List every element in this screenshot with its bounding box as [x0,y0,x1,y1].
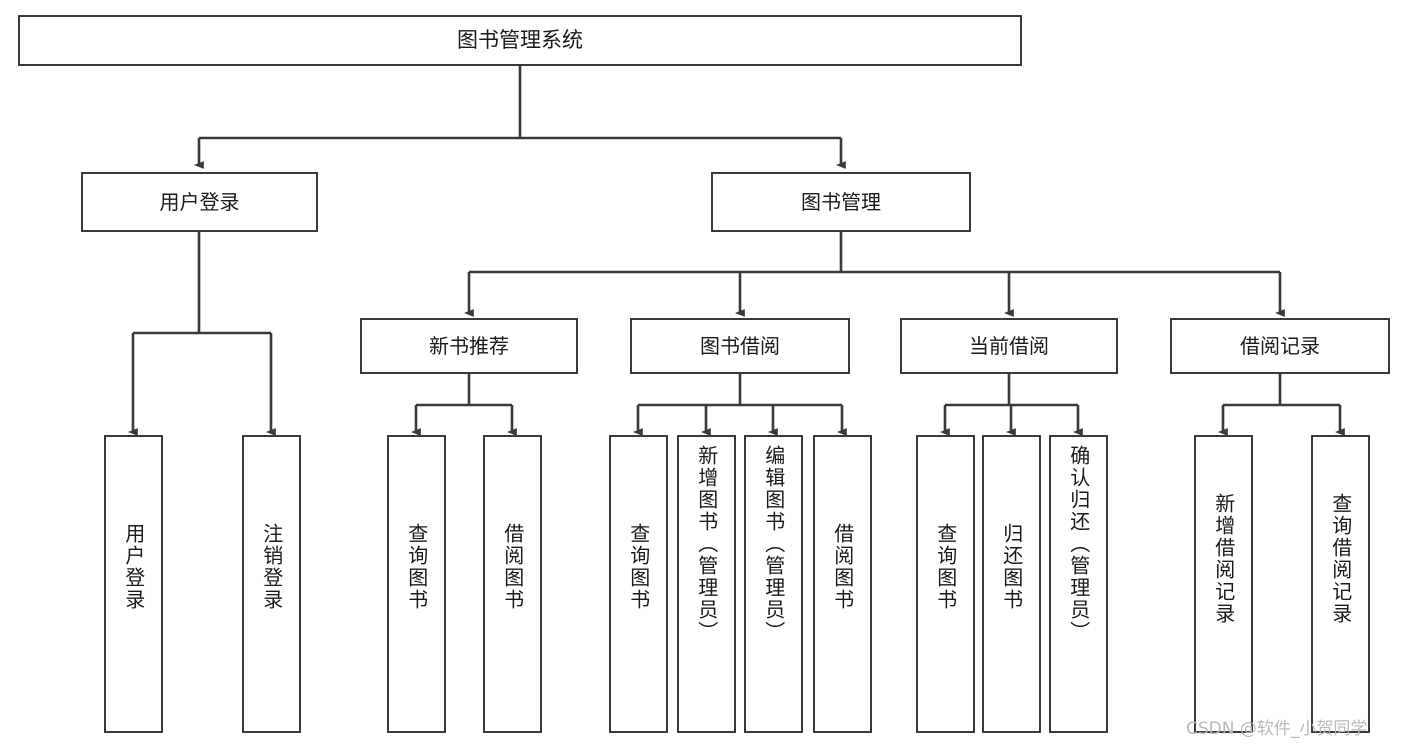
leaf-current-query-book-label: 查询图书 [933,523,958,611]
leaf-record-add[interactable]: 新增借阅记录 [1194,435,1253,733]
leaf-logout[interactable]: 注销登录 [242,435,301,733]
node-user-login-label: 用户登录 [159,189,240,214]
leaf-record-add-label: 新增借阅记录 [1211,493,1236,625]
leaf-borrow-query-book-label: 查询图书 [626,523,651,611]
leaf-user-login[interactable]: 用户登录 [104,435,163,733]
node-book-borrow[interactable]: 图书借阅 [630,318,850,374]
node-root[interactable]: 图书管理系统 [18,15,1022,66]
leaf-current-query-book[interactable]: 查询图书 [916,435,975,733]
leaf-new-book-query-label: 查询图书 [404,523,429,611]
leaf-borrow-borrow-book[interactable]: 借阅图书 [813,435,872,733]
leaf-borrow-add-book-label: 新增图书（管理员） [694,445,719,643]
leaf-current-return-book-label: 归还图书 [999,523,1024,611]
leaf-new-book-borrow[interactable]: 借阅图书 [483,435,542,733]
node-book-borrow-label: 图书借阅 [700,333,780,358]
node-root-label: 图书管理系统 [457,27,583,52]
leaf-logout-label: 注销登录 [259,523,284,611]
leaf-new-book-borrow-label: 借阅图书 [500,523,525,611]
leaf-new-book-query[interactable]: 查询图书 [387,435,446,733]
leaf-borrow-borrow-book-label: 借阅图书 [830,523,855,611]
node-current-borrow-label: 当前借阅 [969,333,1049,358]
leaf-record-query[interactable]: 查询借阅记录 [1311,435,1370,733]
node-borrow-record[interactable]: 借阅记录 [1170,318,1390,374]
node-new-book-recommend[interactable]: 新书推荐 [360,318,578,374]
leaf-borrow-edit-book-label: 编辑图书（管理员） [761,445,786,643]
leaf-user-login-label: 用户登录 [121,523,146,611]
leaf-current-return-book[interactable]: 归还图书 [982,435,1041,733]
leaf-borrow-add-book[interactable]: 新增图书（管理员） [677,435,736,733]
node-borrow-record-label: 借阅记录 [1240,333,1320,358]
node-book-management[interactable]: 图书管理 [711,172,971,232]
csdn-watermark: CSDN @软件_小贺同学 [1186,719,1368,739]
node-new-book-recommend-label: 新书推荐 [429,333,509,358]
leaf-borrow-query-book[interactable]: 查询图书 [609,435,668,733]
leaf-current-confirm-return-label: 确认归还（管理员） [1066,445,1091,643]
leaf-current-confirm-return[interactable]: 确认归还（管理员） [1049,435,1108,733]
leaf-borrow-edit-book[interactable]: 编辑图书（管理员） [744,435,803,733]
leaf-record-query-label: 查询借阅记录 [1328,493,1353,625]
node-current-borrow[interactable]: 当前借阅 [900,318,1118,374]
node-book-management-label: 图书管理 [801,189,881,214]
node-user-login[interactable]: 用户登录 [81,172,318,232]
